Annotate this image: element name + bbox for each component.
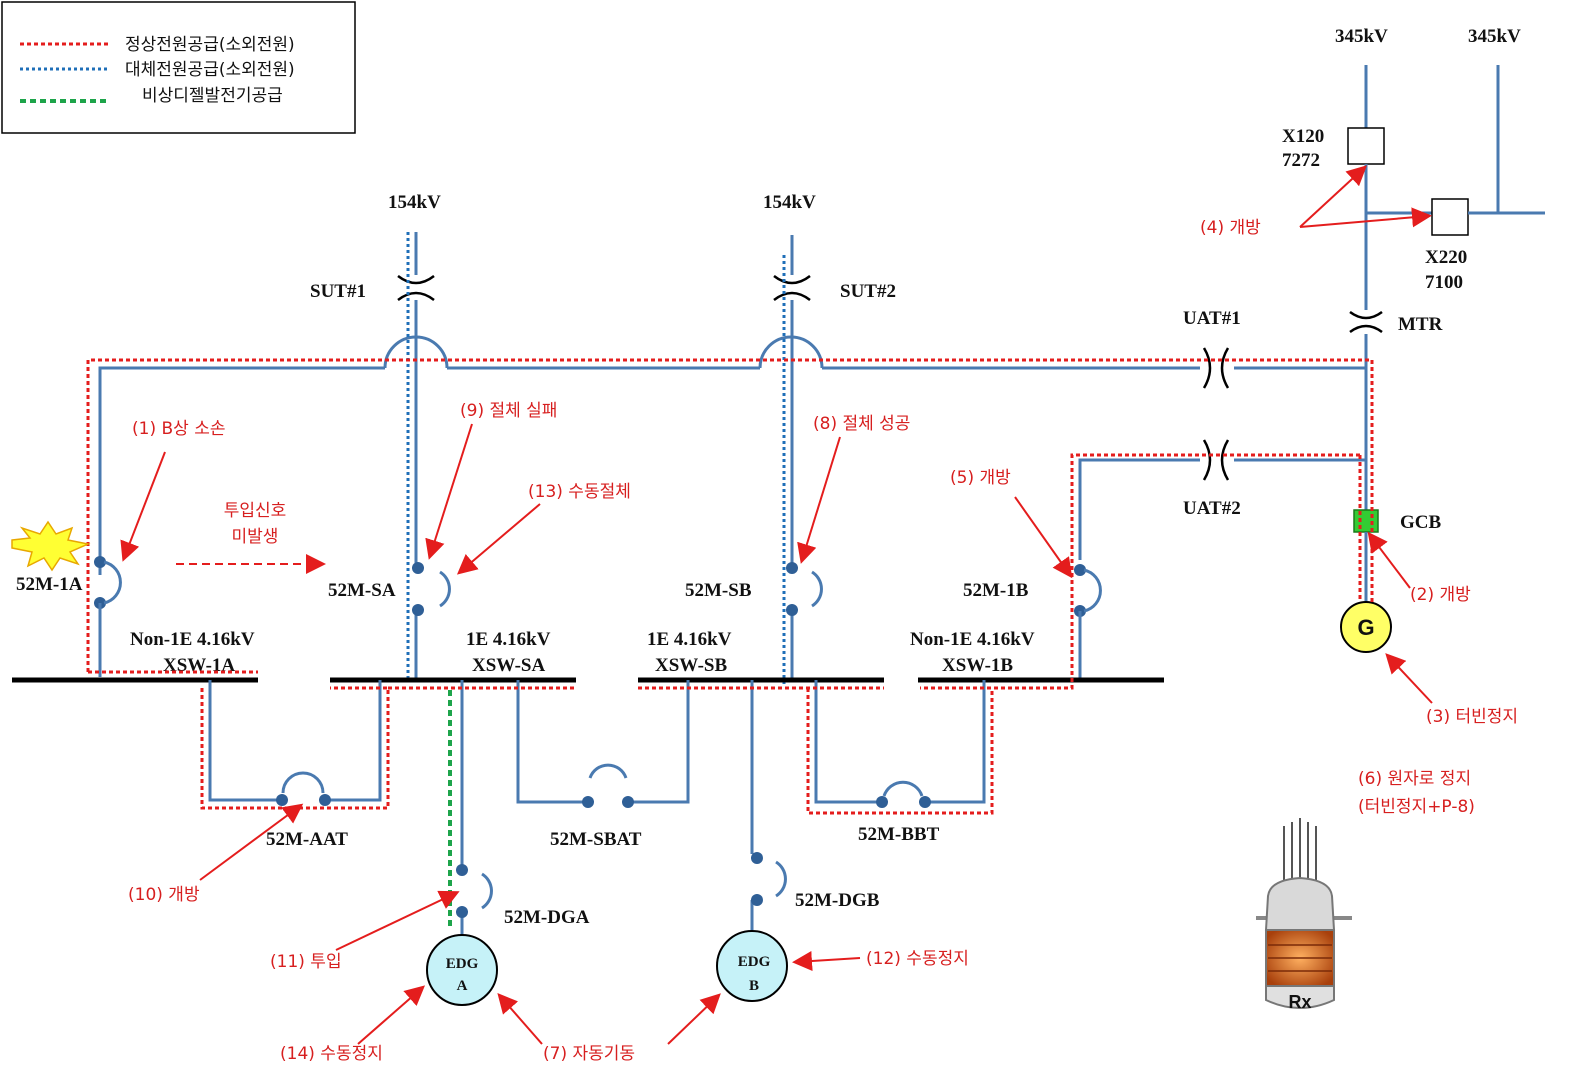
main-generator: GCB G <box>1340 509 1442 653</box>
transformer-uat1 <box>1202 347 1230 389</box>
breaker-x220 <box>1431 198 1469 236</box>
generator-g <box>1340 601 1392 653</box>
transformer-sut1-label: SUT#1 <box>310 281 366 302</box>
bus-xsw-1a-line1: Non-1E 4.16kV <box>130 629 255 650</box>
annotation-6-line1: (6) 원자로 정지 <box>1358 769 1471 789</box>
breaker-52m-dgb-label: 52M-DGB <box>795 890 880 911</box>
breaker-52m-sa-label: 52M-SA <box>328 580 396 601</box>
main-bus-top: UAT#1 <box>98 308 1366 575</box>
edg-b-feeder: 52M-DGB EDG B <box>716 680 880 1002</box>
edg-b-label2: B <box>749 978 759 994</box>
breaker-52m-1b: 52M-1B <box>963 564 1102 680</box>
bus-xsw-sa-line2: XSW-SA <box>472 655 545 676</box>
annotation-13: (13) 수동절체 <box>528 482 631 502</box>
buses: Non-1E 4.16kV XSW-1A 1E 4.16kV XSW-SA 1E… <box>12 629 1164 683</box>
breaker-x220-number: 7100 <box>1425 272 1463 293</box>
legend-emergency-label: 비상디젤발전기공급 <box>142 86 283 106</box>
edg-a <box>426 934 498 1006</box>
transformer-uat2-label: UAT#2 <box>1183 498 1241 519</box>
annotations: (1) B상 소손 (2) 개방 (3) 터빈정지 (4) 개방 (5) 개방 … <box>128 218 1518 1064</box>
reactor-icon: Rx <box>1256 818 1352 1012</box>
annotation-10: (10) 개방 <box>128 885 200 905</box>
transformer-uat1-label: UAT#1 <box>1183 308 1241 329</box>
signal-label-line1: 투입신호 <box>224 501 287 521</box>
edg-b <box>716 930 788 1002</box>
annotation-11: (11) 투입 <box>270 952 342 972</box>
breaker-52m-1a: 52M-1A <box>16 556 122 677</box>
transformer-mtr-label: MTR <box>1398 314 1443 335</box>
bus-xsw-1b-line2: XSW-1B <box>942 655 1013 676</box>
breaker-x120 <box>1347 127 1385 165</box>
tie-52m-bbt: 52M-BBT <box>814 680 986 845</box>
sut1-feeder: 154kV SUT#1 <box>310 192 441 680</box>
uat2-feeder: UAT#2 <box>1078 439 1366 560</box>
voltage-154kv-b: 154kV <box>763 192 816 213</box>
legend-normal-label: 정상전원공급(소외전원) <box>125 35 295 55</box>
edg-b-label1: EDG <box>738 954 771 970</box>
annotation-1: (1) B상 소손 <box>132 419 225 439</box>
signal-label-line2: 미발생 <box>232 527 279 547</box>
transformer-mtr: MTR <box>1349 310 1443 510</box>
breaker-52m-bbt-label: 52M-BBT <box>858 824 940 845</box>
voltage-345kv-a: 345kV <box>1335 26 1388 47</box>
annotation-12: (12) 수동정지 <box>866 949 969 969</box>
annotation-5: (5) 개방 <box>950 468 1011 488</box>
transformer-sut2 <box>773 274 811 302</box>
tie-52m-aat: 52M-AAT <box>208 680 382 850</box>
annotation-14: (14) 수동정지 <box>280 1044 383 1064</box>
breaker-gcb <box>1353 509 1379 533</box>
breaker-gcb-label: GCB <box>1400 512 1442 533</box>
edg-a-feeder: 52M-DGA EDG A <box>426 680 590 1006</box>
breaker-x120-number: 7272 <box>1282 150 1320 171</box>
annotation-arrows <box>120 165 1433 1045</box>
voltage-154kv-a: 154kV <box>388 192 441 213</box>
normal-power-path <box>86 358 1374 815</box>
annotation-4: (4) 개방 <box>1200 218 1261 238</box>
breaker-52m-dga-label: 52M-DGA <box>504 907 590 928</box>
breaker-52m-1a-label: 52M-1A <box>16 574 83 595</box>
edg-a-label2: A <box>457 978 468 994</box>
voltage-345kv-b: 345kV <box>1468 26 1521 47</box>
breaker-52m-sb: 52M-SB <box>685 562 823 616</box>
sut2-feeder: 154kV SUT#2 <box>763 192 896 684</box>
breaker-52m-sb-label: 52M-SB <box>685 580 752 601</box>
breaker-52m-sbat-label: 52M-SBAT <box>550 829 642 850</box>
annotation-9: (9) 절체 실패 <box>460 401 557 421</box>
breaker-52m-1b-label: 52M-1B <box>963 580 1029 601</box>
legend: 정상전원공급(소외전원) 대체전원공급(소외전원) 비상디젤발전기공급 <box>1 1 356 134</box>
transformer-sut2-label: SUT#2 <box>840 281 896 302</box>
edg-a-label1: EDG <box>446 956 479 972</box>
annotation-2: (2) 개방 <box>1410 585 1471 605</box>
reactor-label: Rx <box>1288 992 1311 1012</box>
legend-alternate-label: 대체전원공급(소외전원) <box>125 60 295 80</box>
annotation-8: (8) 절체 성공 <box>813 414 910 434</box>
bus-xsw-sa-line1: 1E 4.16kV <box>466 629 551 650</box>
transformer-sut1 <box>397 274 435 302</box>
breaker-52m-sa: 52M-SA <box>328 562 451 616</box>
bus-xsw-sb-line2: XSW-SB <box>655 655 727 676</box>
tie-52m-sbat: 52M-SBAT <box>516 680 690 850</box>
annotation-6-line2: (터빈정지+P-8) <box>1358 797 1475 817</box>
bus-xsw-1b-line1: Non-1E 4.16kV <box>910 629 1035 650</box>
bus-xsw-sb-line1: 1E 4.16kV <box>647 629 732 650</box>
switchyard-345kv: 345kV 345kV X120 7272 X220 7100 <box>1282 26 1545 310</box>
breaker-x220-label: X220 <box>1425 247 1467 268</box>
annotation-7: (7) 자동기동 <box>543 1044 635 1064</box>
breaker-52m-aat-label: 52M-AAT <box>266 829 348 850</box>
transformer-uat2 <box>1202 439 1230 481</box>
generator-g-label: G <box>1357 615 1374 640</box>
breaker-x120-label: X120 <box>1282 126 1324 147</box>
annotation-3: (3) 터빈정지 <box>1426 707 1518 727</box>
explosion-icon <box>11 520 91 572</box>
